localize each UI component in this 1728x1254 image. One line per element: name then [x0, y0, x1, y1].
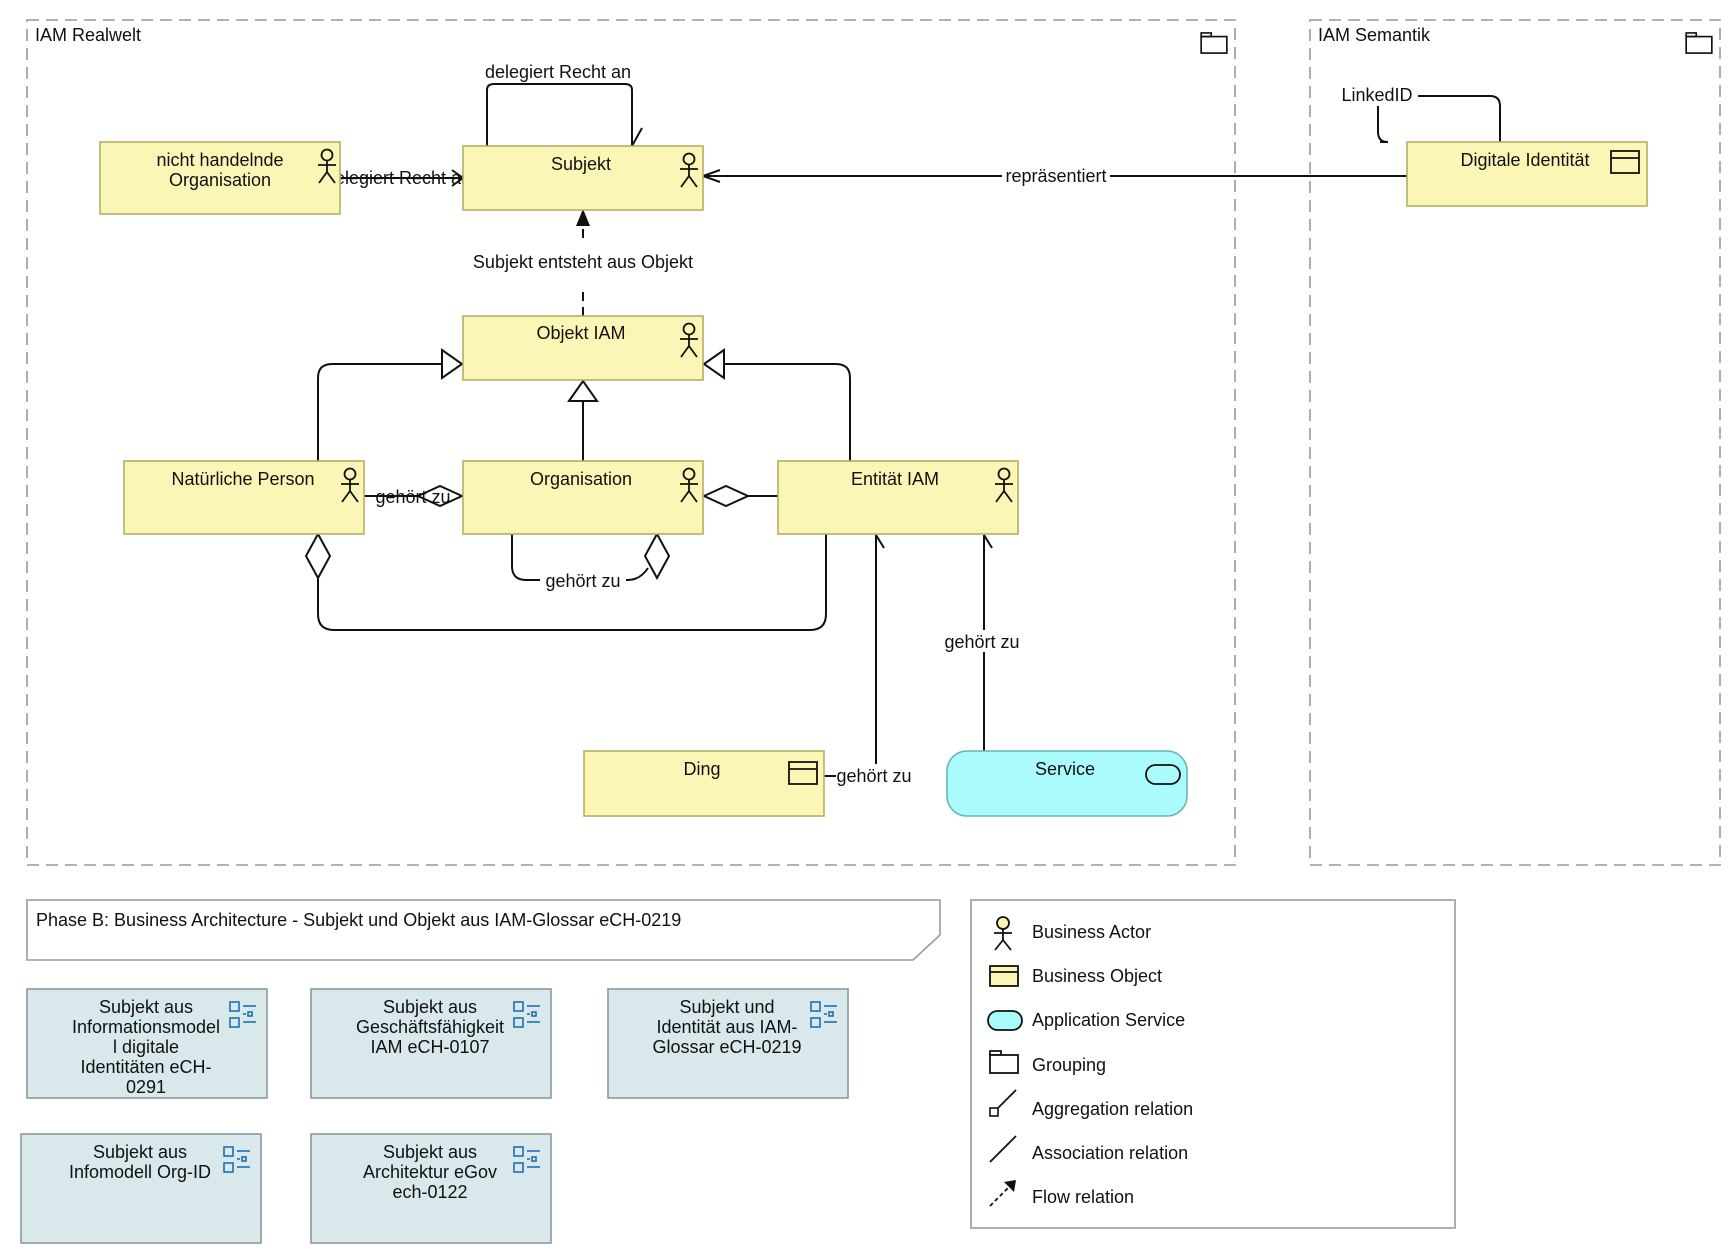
view-label-line: ech-0122: [392, 1182, 467, 1202]
group-iam-semantik[interactable]: IAM Semantik: [1309, 19, 1721, 866]
element-nicht-handelnde-organisation[interactable]: nicht handelnde Organisation: [99, 141, 341, 215]
element-label: Natürliche Person: [171, 469, 314, 489]
element-label-line-2: Organisation: [169, 170, 271, 190]
view-label-line: Identitäten eCH-: [80, 1057, 211, 1077]
view-label-line: Identität aus IAM-: [656, 1017, 797, 1037]
view-reference-geschaeftsfaehigkeit[interactable]: Subjekt aus Geschäftsfähigkeit IAM eCH-0…: [310, 988, 552, 1099]
legend-label: Association relation: [1032, 1143, 1188, 1163]
relation-label-linked-id: LinkedID: [1341, 85, 1412, 105]
grouping-folder-icon: [1200, 32, 1228, 54]
element-label: Ding: [683, 759, 720, 779]
group-title-realwelt: IAM Realwelt: [35, 25, 141, 45]
view-label-line: Informationsmodel: [72, 1017, 220, 1037]
element-label: Entität IAM: [851, 469, 939, 489]
view-label-line: Glossar eCH-0219: [652, 1037, 801, 1057]
legend-label: Grouping: [1032, 1055, 1106, 1075]
relation-label-repraesentiert: repräsentiert: [1005, 166, 1106, 186]
relation-delegiert-self[interactable]: [486, 83, 633, 146]
relation-label-entsteht-aus: Subjekt entsteht aus Objekt: [473, 252, 693, 272]
legend-business-actor: Business Actor: [994, 916, 1151, 951]
legend-association-relation: Association relation: [989, 1135, 1188, 1163]
legend-label: Business Actor: [1032, 922, 1151, 942]
element-label: Organisation: [530, 469, 632, 489]
view-label-line: Subjekt aus: [93, 1142, 187, 1162]
legend-grouping: Grouping: [989, 1050, 1106, 1075]
relation-specialization-entitaet[interactable]: [724, 363, 851, 461]
relation-label-delegiert-self: delegiert Recht an: [485, 62, 631, 82]
view-label-line: l digitale: [113, 1037, 179, 1057]
legend-label: Application Service: [1032, 1010, 1185, 1030]
relation-label-gehoert-service: gehört zu: [944, 632, 1019, 652]
relation-specialization-person[interactable]: [317, 363, 442, 461]
note-phase-b[interactable]: Phase B: Business Architecture - Subjekt…: [26, 899, 941, 961]
view-label-line: Subjekt aus: [99, 997, 193, 1017]
view-reference-informationsmodell[interactable]: Subjekt aus Informationsmodel l digitale…: [26, 988, 268, 1099]
legend-business-object: Business Object: [989, 965, 1162, 987]
element-label: Objekt IAM: [536, 323, 625, 343]
element-label-line-1: nicht handelnde: [156, 150, 283, 170]
grouping-folder-icon: [1685, 32, 1713, 54]
element-label: Digitale Identität: [1460, 150, 1589, 170]
view-label-line: 0291: [126, 1077, 166, 1097]
view-label-line: Subjekt aus: [383, 1142, 477, 1162]
view-label-line: Geschäftsfähigkeit: [356, 1017, 504, 1037]
group-iam-realwelt[interactable]: IAM Realwelt: [26, 19, 1236, 866]
legend-label: Flow relation: [1032, 1187, 1134, 1207]
relation-label-delegiert-org: delegiert Recht an: [325, 168, 471, 188]
legend-application-service: Application Service: [987, 1010, 1185, 1031]
view-label-line: Subjekt und: [679, 997, 774, 1017]
view-label-line: Infomodell Org-ID: [69, 1162, 211, 1182]
element-ding[interactable]: Ding: [583, 750, 825, 817]
relation-aggregation-entitaet-person[interactable]: [317, 534, 827, 631]
relation-label-gehoert-org-self: gehört zu: [545, 571, 620, 591]
relation-label-gehoert-ding: gehört zu: [836, 766, 911, 786]
group-title-semantik: IAM Semantik: [1318, 25, 1431, 45]
note-text: Phase B: Business Architecture - Subjekt…: [36, 910, 681, 930]
application-service-icon: [1145, 764, 1181, 785]
view-label-line: Architektur eGov: [363, 1162, 497, 1182]
relations: delegiert Recht an delegiert Recht an re…: [304, 62, 1501, 786]
relation-gehoert-org-self[interactable]: [511, 534, 649, 581]
view-reference-infomodell-org-id[interactable]: Subjekt aus Infomodell Org-ID: [20, 1133, 262, 1244]
legend-aggregation-relation: Aggregation relation: [989, 1089, 1193, 1119]
element-digitale-identitaet[interactable]: Digitale Identität: [1406, 141, 1648, 207]
relation-label-gehoert-np-org: gehört zu: [375, 487, 450, 507]
element-label: Service: [1035, 759, 1095, 779]
view-label-line: IAM eCH-0107: [370, 1037, 489, 1057]
element-service[interactable]: Service: [946, 750, 1188, 817]
element-objekt-iam[interactable]: Objekt IAM: [462, 315, 704, 381]
view-reference-architektur-egov[interactable]: Subjekt aus Architektur eGov ech-0122: [310, 1133, 552, 1244]
view-reference-iam-glossar[interactable]: Subjekt und Identität aus IAM- Glossar e…: [607, 988, 849, 1099]
element-natuerliche-person[interactable]: Natürliche Person: [123, 460, 365, 535]
legend-label: Aggregation relation: [1032, 1099, 1193, 1119]
element-subjekt[interactable]: Subjekt: [462, 145, 704, 211]
element-label: Subjekt: [551, 154, 611, 174]
legend: Business Actor Business Object Applicati…: [970, 899, 1456, 1229]
relation-gehoert-ding[interactable]: [824, 535, 877, 777]
legend-flow-relation: Flow relation: [989, 1180, 1134, 1207]
view-label-line: Subjekt aus: [383, 997, 477, 1017]
element-organisation[interactable]: Organisation: [462, 460, 704, 535]
element-entitaet-iam[interactable]: Entität IAM: [777, 460, 1019, 535]
legend-label: Business Object: [1032, 966, 1162, 986]
